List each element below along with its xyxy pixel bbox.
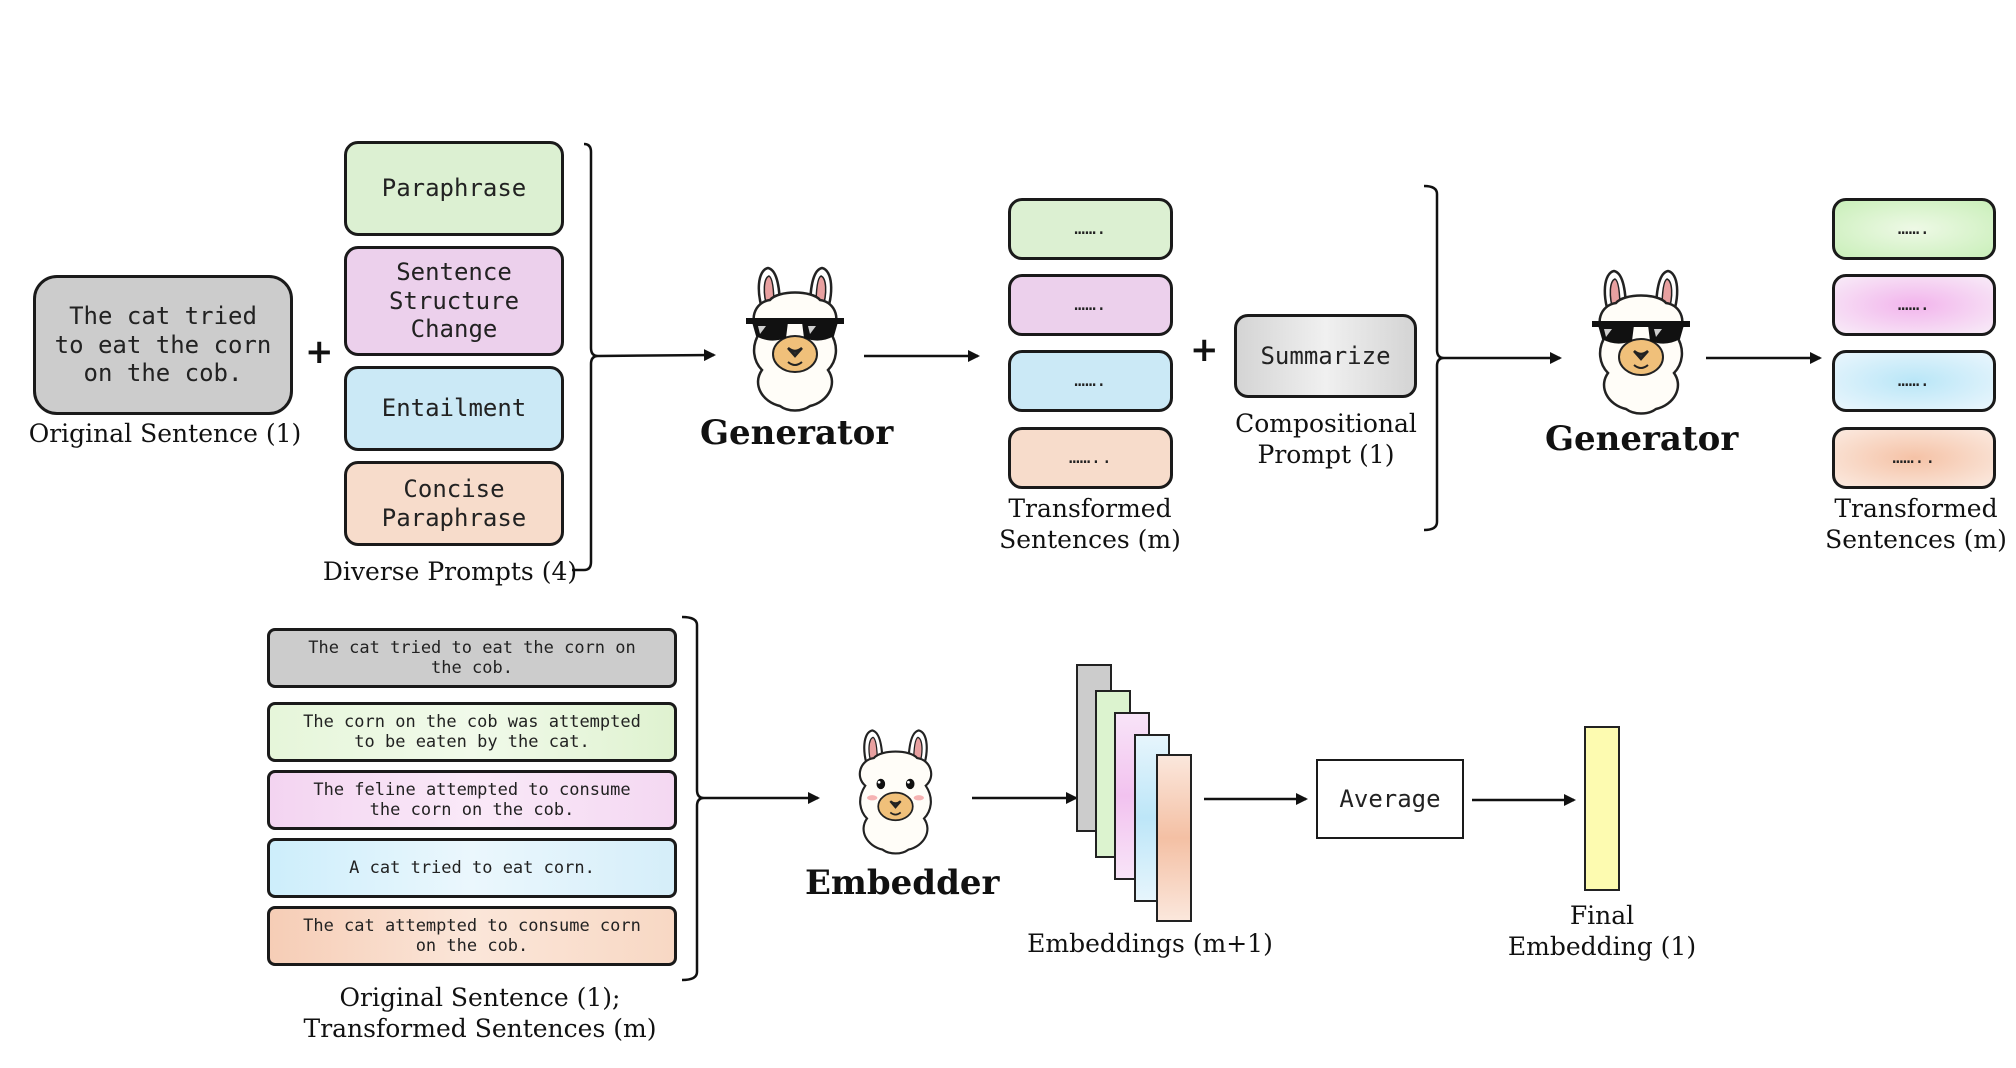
- sentence-transformed-4: The cat attempted to consume corn on the…: [267, 906, 677, 966]
- sentence-transformed-3: A cat tried to eat corn.: [267, 838, 677, 898]
- sentences-label: Original Sentence (1); Transformed Sente…: [303, 983, 657, 1044]
- embeddings-label: Embeddings (m+1): [1027, 929, 1273, 958]
- final-embedding: [1584, 726, 1620, 891]
- transformed-sentence-1: …….: [1008, 198, 1173, 260]
- compositional-prompt-label: Compositional Prompt (1): [1235, 409, 1417, 470]
- transformed-sentence-2: …….: [1008, 274, 1173, 336]
- summarize-prompt: Summarize: [1234, 314, 1417, 398]
- final-embedding-label: Final Embedding (1): [1507, 901, 1697, 962]
- transformed-sentence-4: ……..: [1008, 427, 1173, 489]
- average-box: Average: [1316, 759, 1464, 839]
- transformed2-sentence-3: …….: [1832, 350, 1996, 412]
- sentences-bracket: [681, 615, 705, 982]
- llama-sunglasses-icon: [746, 266, 844, 412]
- compositional-bracket: [1423, 184, 1445, 532]
- prompts-bracket: [572, 142, 599, 572]
- sentence-transformed-1: The corn on the cob was attempted to be …: [267, 702, 677, 762]
- sentence-original: The cat tried to eat the corn on the cob…: [267, 628, 677, 688]
- plus-sign-2: +: [1190, 330, 1219, 370]
- diverse-prompts-label: Diverse Prompts (4): [322, 557, 578, 586]
- transformed2-sentence-2: …….: [1832, 274, 1996, 336]
- llama-sunglasses-icon: [1592, 269, 1690, 415]
- generator-2-label: Generator: [1545, 419, 1739, 459]
- arrow-prompts-to-generator: [597, 349, 716, 362]
- transformed-sentences-label: Transformed Sentences (m): [999, 494, 1181, 555]
- prompt-sentence-structure-change: Sentence Structure Change: [344, 246, 564, 356]
- plus-sign: +: [305, 332, 334, 372]
- llama-icon: [858, 729, 933, 855]
- generator-label: Generator: [700, 413, 894, 453]
- original-sentence-box: The cat tried to eat the corn on the cob…: [33, 275, 293, 415]
- prompt-concise-paraphrase: Concise Paraphrase: [344, 461, 564, 546]
- original-sentence-label: Original Sentence (1): [28, 419, 302, 448]
- sentence-transformed-2: The feline attempted to consume the corn…: [267, 770, 677, 830]
- prompt-paraphrase: Paraphrase: [344, 141, 564, 236]
- transformed-sentences-2-label: Transformed Sentences (m): [1825, 494, 2007, 555]
- embedder-label: Embedder: [805, 863, 1000, 903]
- transformed-sentence-3: …….: [1008, 350, 1173, 412]
- prompt-entailment: Entailment: [344, 366, 564, 451]
- transformed2-sentence-4: ……..: [1832, 427, 1996, 489]
- transformed2-sentence-1: …….: [1832, 198, 1996, 260]
- embedding-transformed-4: [1156, 754, 1192, 922]
